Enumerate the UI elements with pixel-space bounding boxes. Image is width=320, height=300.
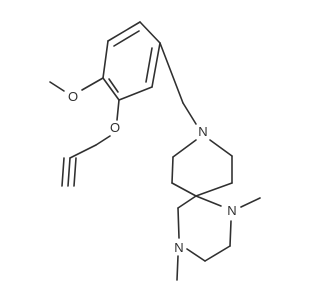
piperazine-ring: N N [174,195,261,281]
bond-ring-to-benzyl-ch2 [159,42,184,104]
atom-label-piperidine-n: N [198,124,207,139]
bond-methoxy-o-to-methyl [49,81,65,92]
benzyl-linker [159,42,197,125]
bond-pip-1 [172,139,197,158]
bond-ring-double-3 [108,78,119,93]
bond-ch2-to-alkyne [69,144,97,159]
atom-label-methoxy-o: O [68,89,78,104]
bond-ch2-to-spiro [177,195,197,209]
methoxy-group: O [49,77,104,104]
bond-ring-3 [151,42,161,88]
bond-ring-double-2 [145,47,153,83]
bond-n4-to-ch2 [177,207,180,239]
bond-ring-6 [102,40,109,79]
bond-alkyne-triple-2 [61,157,65,187]
bond-pip-3 [171,182,197,197]
atom-label-ether-o: O [110,120,120,135]
bond-ring-2 [139,21,161,44]
bond-ch2-to-n4 [186,248,206,262]
bond-ether-o-to-ch2 [95,135,111,146]
bond-alkyne-triple-3 [73,157,77,187]
piperidine-ring: N [171,124,233,197]
bond-alkyne-triple-1 [67,157,71,187]
bond-pip-6 [195,182,233,197]
bond-benzyl-ch2-to-n [182,102,197,125]
bond-n1-to-ch2 [229,220,232,247]
molecule-canvas: O O N N [49,21,261,281]
bond-pip-2 [171,156,174,184]
molecule-structure: O O N N [49,21,261,281]
bond-ring-4 [118,86,153,101]
bond-ring-to-ether-o [116,99,120,121]
bond-ring-double-1 [113,30,140,47]
benzene-ring [102,21,161,101]
bond-ring-to-methoxy-o [81,77,104,91]
atom-label-amine-n-1: N [227,203,236,218]
bond-pip-4 [209,139,233,157]
atom-label-amine-n-4: N [174,240,183,255]
bond-ring-5 [102,77,120,101]
propargyl-ether-group: O [61,99,120,187]
bond-ch2-to-ch2 [204,245,231,262]
bond-n1-methyl [240,197,261,208]
bond-n4-methyl [176,255,179,281]
bond-spiro-to-n1 [195,195,222,207]
bond-ring-1 [107,21,141,42]
